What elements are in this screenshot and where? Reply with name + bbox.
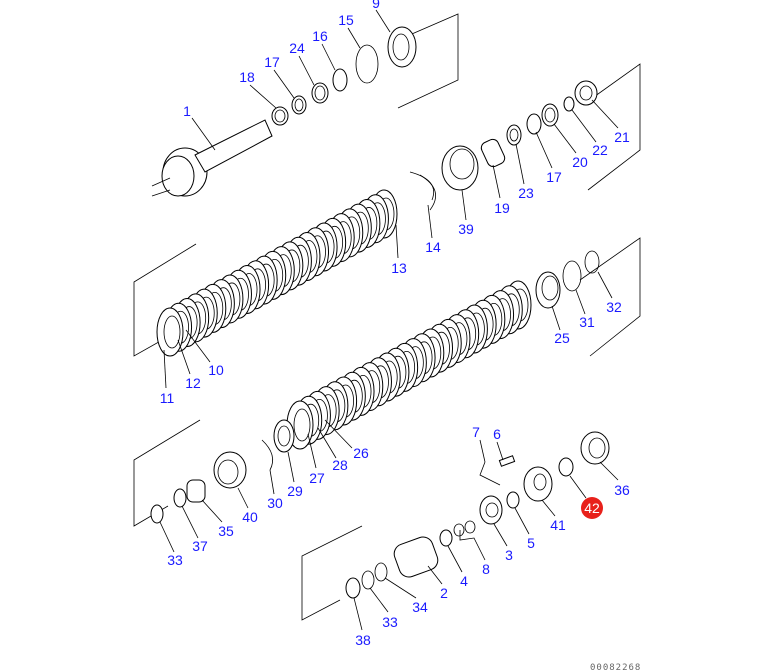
part-row4[interactable]: [150, 419, 295, 524]
part-shaft[interactable]: [151, 119, 273, 197]
part-label-36[interactable]: 36: [614, 482, 630, 498]
part-label-33[interactable]: 33: [167, 552, 183, 568]
part-label-15[interactable]: 15: [338, 12, 354, 28]
part-label-22[interactable]: 22: [592, 142, 608, 158]
highlight-marker: [581, 497, 603, 519]
part-label-32[interactable]: 32: [606, 299, 622, 315]
part-label-24[interactable]: 24: [289, 40, 305, 56]
part-bottom[interactable]: [345, 431, 610, 599]
part-label-40[interactable]: 40: [242, 509, 258, 525]
part-label-23[interactable]: 23: [518, 185, 534, 201]
clutch-pack-lower[interactable]: [286, 280, 532, 450]
part-label-28[interactable]: 28: [332, 457, 348, 473]
part-label-29[interactable]: 29: [287, 483, 303, 499]
part-labels: 9 15 16 24 17 18 1 21 22 20 17 23 19 39 …: [160, 0, 630, 648]
part-label-33b[interactable]: 33: [382, 614, 398, 630]
drawing-number: 00082268: [590, 663, 641, 672]
part-label-14[interactable]: 14: [425, 239, 441, 255]
clutch-disc: [156, 307, 184, 357]
clutch-pack-upper[interactable]: [156, 189, 398, 357]
clutch-disc-bore: [163, 315, 181, 349]
part-label-21[interactable]: 21: [614, 129, 630, 145]
part-label-7[interactable]: 7: [472, 424, 480, 440]
part-label-41[interactable]: 41: [550, 517, 566, 533]
part-label-30[interactable]: 30: [267, 495, 283, 511]
part-label-27[interactable]: 27: [309, 470, 325, 486]
part-rings-top[interactable]: [271, 26, 417, 126]
part-label-2[interactable]: 2: [440, 585, 448, 601]
part-label-11[interactable]: 11: [160, 390, 175, 406]
part-label-37[interactable]: 37: [192, 538, 208, 554]
part-row3-right[interactable]: [535, 250, 600, 309]
part-label-26[interactable]: 26: [353, 445, 369, 461]
part-label-6[interactable]: 6: [493, 426, 501, 442]
part-label-3[interactable]: 3: [505, 547, 513, 563]
part-label-34[interactable]: 34: [412, 599, 428, 615]
part-label-10[interactable]: 10: [208, 362, 224, 378]
clutch-disc-bore: [293, 408, 311, 442]
part-label-35[interactable]: 35: [218, 523, 234, 539]
part-label-39[interactable]: 39: [458, 221, 474, 237]
part-label-25[interactable]: 25: [554, 330, 570, 346]
part-label-17[interactable]: 17: [264, 54, 280, 70]
leader-lines: [159, 9, 619, 631]
part-label-16[interactable]: 16: [312, 28, 328, 44]
part-label-9[interactable]: 9: [372, 0, 380, 11]
part-label-38[interactable]: 38: [355, 632, 371, 648]
group-brackets: [133, 13, 641, 621]
part-label-31[interactable]: 31: [579, 314, 595, 330]
part-label-18[interactable]: 18: [239, 69, 255, 85]
part-label-19[interactable]: 19: [494, 200, 510, 216]
part-label-12[interactable]: 12: [185, 375, 201, 391]
part-row2-right[interactable]: [409, 80, 598, 211]
part-label-17b[interactable]: 17: [546, 169, 562, 185]
part-label-1[interactable]: 1: [183, 103, 191, 119]
part-label-42-highlighted[interactable]: 42: [584, 500, 600, 516]
part-label-20[interactable]: 20: [572, 154, 588, 170]
part-label-4[interactable]: 4: [460, 573, 468, 589]
part-label-8[interactable]: 8: [482, 561, 490, 577]
part-label-5[interactable]: 5: [527, 535, 535, 551]
part-label-13[interactable]: 13: [391, 260, 407, 276]
